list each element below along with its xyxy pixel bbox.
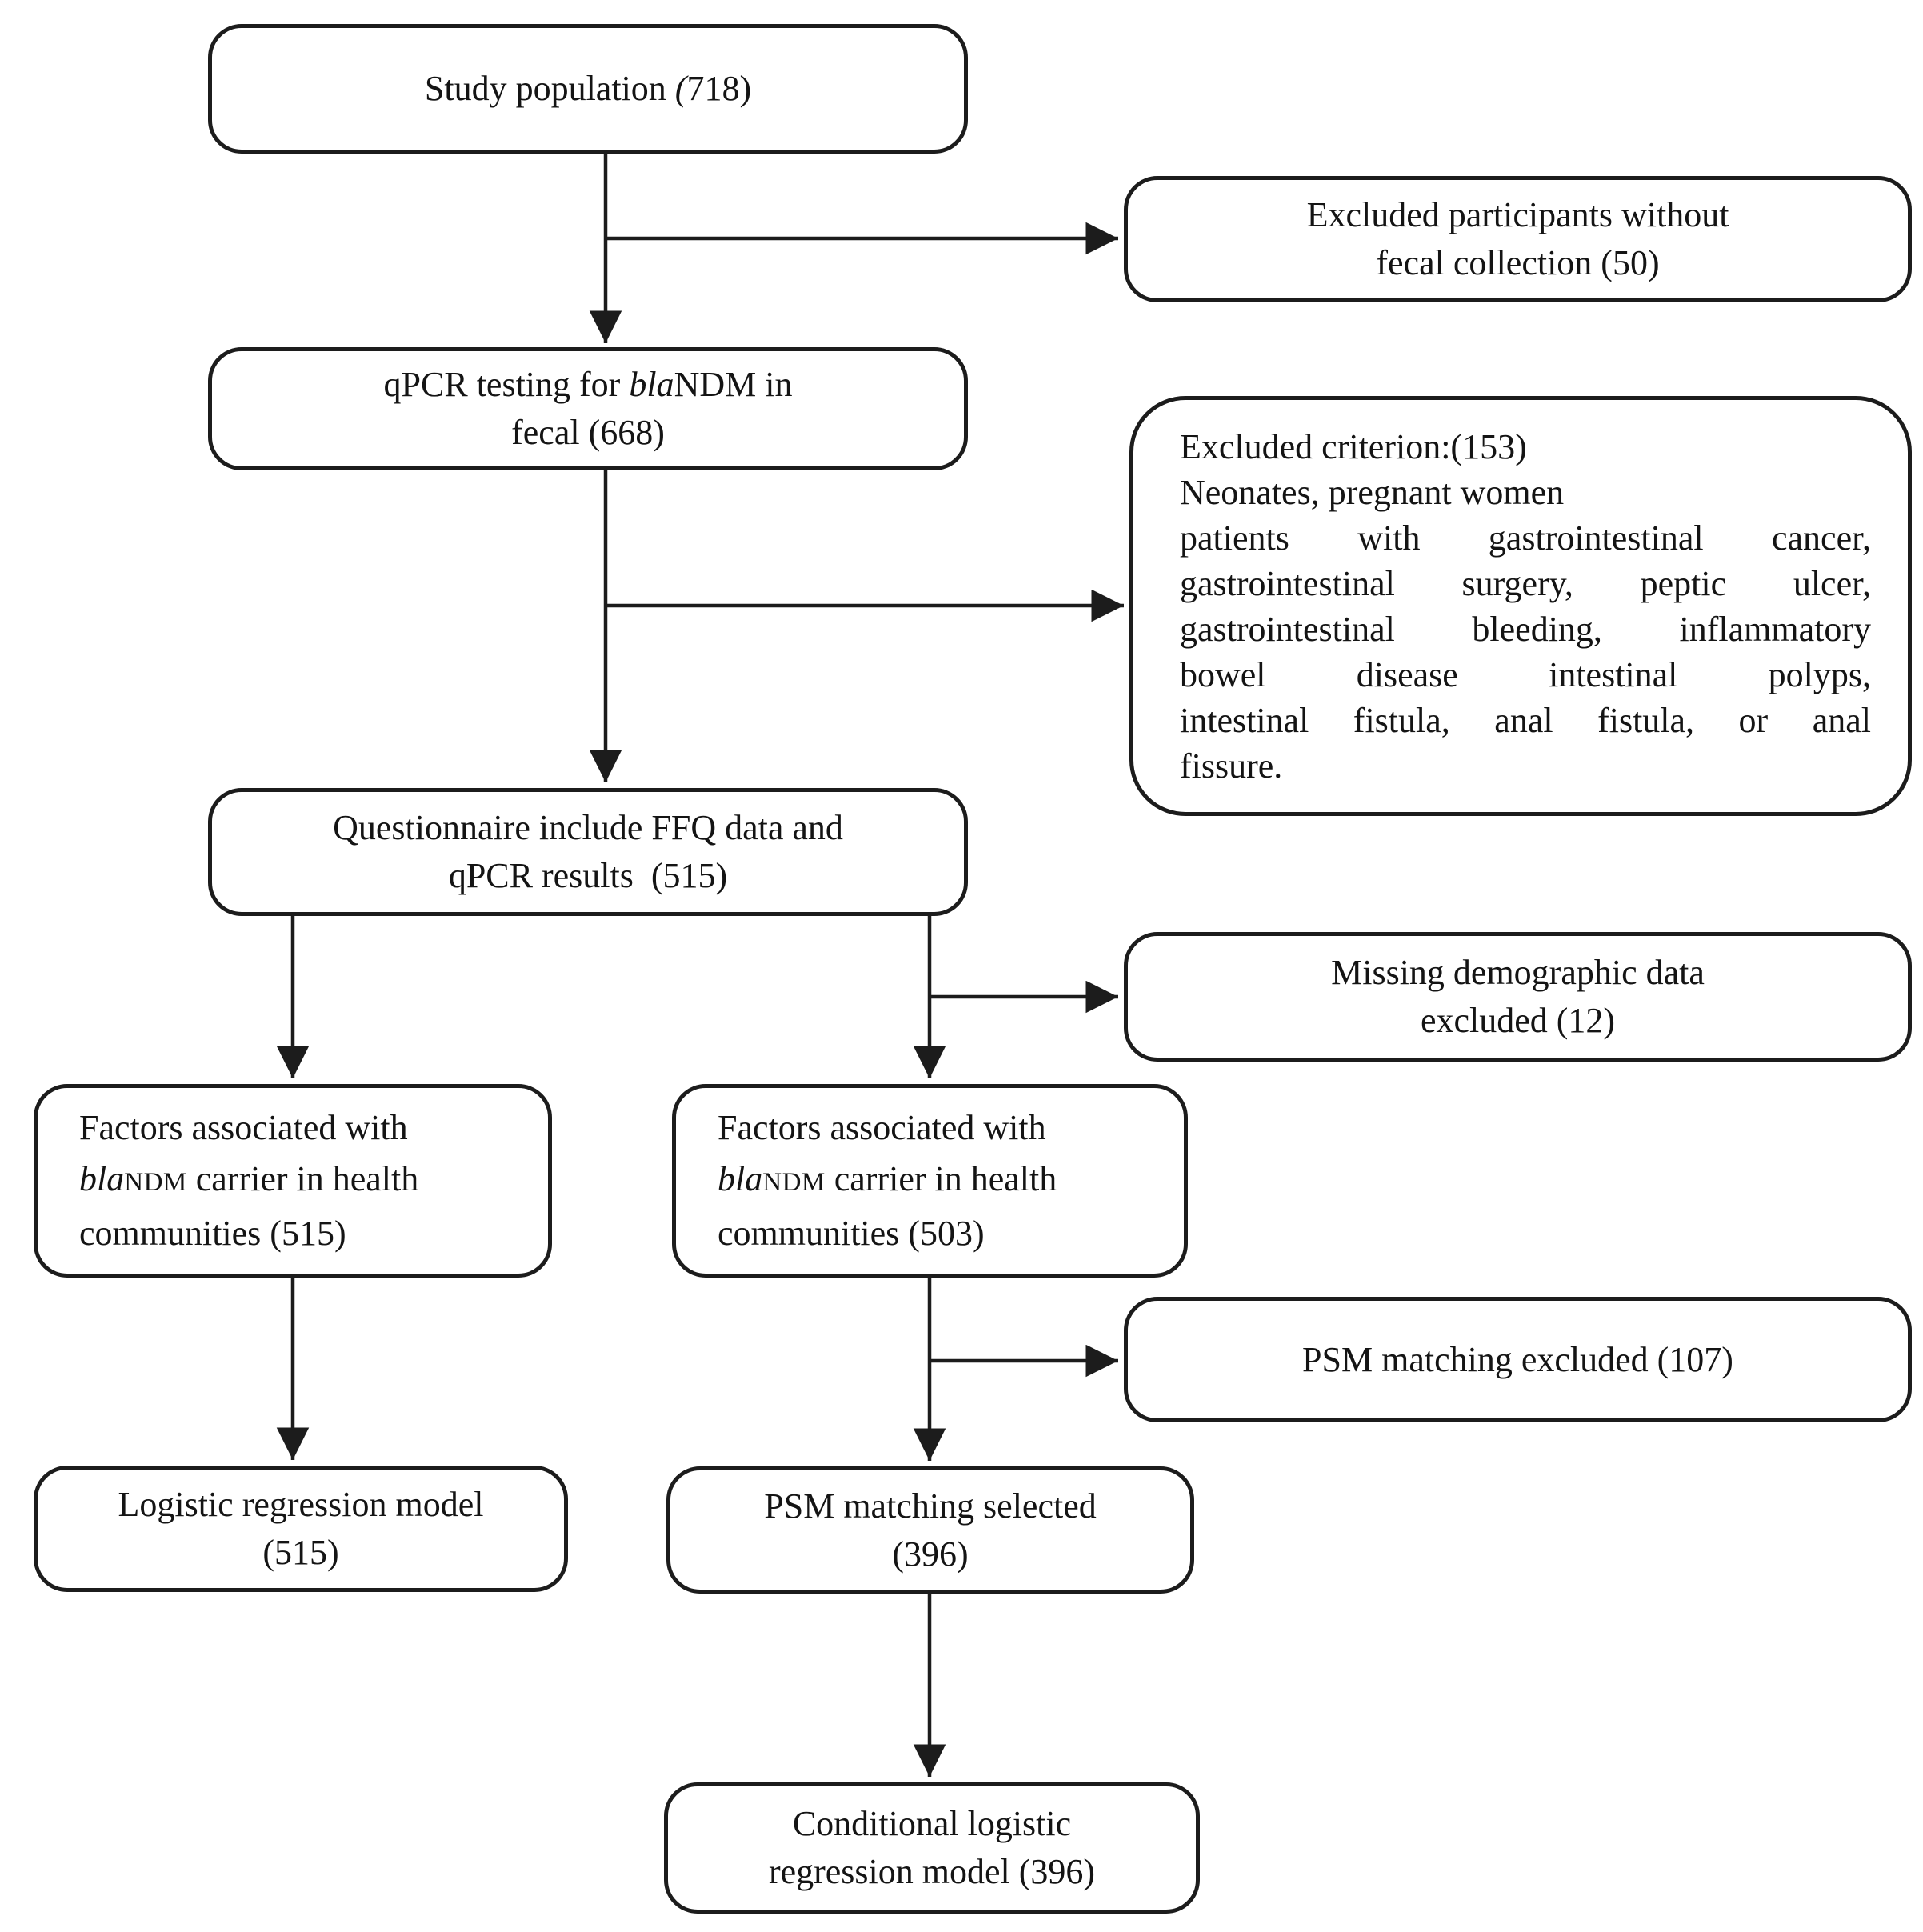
text-segment: NDM in — [674, 365, 793, 404]
text-segment: Study population — [424, 69, 675, 108]
box-text-line: Logistic regression model — [118, 1485, 484, 1524]
box-text-line: fissure. — [1180, 746, 1283, 786]
text-segment: 718) — [686, 69, 752, 108]
box-excluded-criterion: Excluded criterion:(153) Neonates, pregn… — [1129, 396, 1912, 816]
box-text-line: Questionnaire include FFQ data and — [333, 808, 843, 847]
box-text-line: Study population (718) — [425, 65, 751, 113]
box-psm-excluded: PSM matching excluded (107) — [1124, 1297, 1912, 1422]
box-text-line: (396) — [892, 1534, 969, 1574]
box-text-line: excluded (12) — [1420, 1001, 1616, 1040]
box-missing-demographic: Missing demographic data excluded (12) — [1124, 932, 1912, 1062]
box-text-line: gastrointestinal surgery, peptic ulcer, — [1180, 563, 1871, 603]
text-segment: qPCR testing for — [383, 365, 630, 404]
box-psm-selected: PSM matching selected (396) — [666, 1466, 1194, 1594]
box-text-line: blaNDM carrier in health — [79, 1154, 418, 1208]
box-text-line: (515) — [262, 1533, 339, 1572]
box-text-line: communities (503) — [718, 1214, 985, 1253]
box-text-line: blaNDM carrier in health — [718, 1154, 1057, 1208]
box-text-line: Neonates, pregnant women — [1180, 472, 1565, 512]
box-questionnaire: Questionnaire include FFQ data and qPCR … — [208, 788, 968, 916]
box-text-line: intestinal fistula, anal fistula, or ana… — [1180, 700, 1871, 740]
box-text-line: Conditional logistic — [792, 1804, 1072, 1843]
box-text-line: patients with gastrointestinal cancer, — [1180, 518, 1871, 558]
text-segment-italic: ( — [674, 69, 687, 108]
box-text-line: Factors associated with — [718, 1108, 1046, 1147]
text-segment-smallcaps: NDM — [124, 1168, 187, 1197]
text-segment-italic: bla — [629, 365, 674, 404]
text-segment: carrier in health — [825, 1159, 1057, 1198]
box-text-line: PSM matching selected — [764, 1486, 1097, 1526]
box-qpcr-testing: qPCR testing for blaNDM in fecal (668) — [208, 347, 968, 470]
box-factors-503: Factors associated with blaNDM carrier i… — [672, 1084, 1188, 1278]
text-segment: carrier in health — [186, 1159, 419, 1198]
box-text-line: regression model (396) — [768, 1852, 1096, 1891]
box-conditional-logistic: Conditional logistic regression model (3… — [664, 1782, 1200, 1914]
box-text-line: Excluded participants without — [1306, 195, 1729, 234]
box-text-line: Excluded criterion:(153) — [1180, 426, 1527, 466]
box-text-line: qPCR testing for blaNDM in — [384, 361, 793, 409]
box-text-line: gastrointestinal bleeding, inflammatory — [1180, 609, 1871, 649]
box-study-population: Study population (718) — [208, 24, 968, 154]
box-text-line: Missing demographic data — [1331, 953, 1705, 992]
box-text-line: PSM matching excluded (107) — [1302, 1339, 1733, 1379]
box-text-line: fecal collection (50) — [1376, 243, 1660, 282]
box-text-line: Factors associated with — [79, 1108, 408, 1147]
text-segment-italic: bla — [79, 1159, 125, 1198]
box-text-line: qPCR results (515) — [448, 856, 728, 895]
text-segment-smallcaps: NDM — [762, 1168, 826, 1197]
box-excluded-participants: Excluded participants without fecal coll… — [1124, 176, 1912, 302]
box-text-line: bowel disease intestinal polyps, — [1180, 654, 1871, 694]
box-text-line: communities (515) — [79, 1214, 346, 1253]
box-logistic-regression: Logistic regression model (515) — [34, 1466, 568, 1592]
box-text-line: fecal (668) — [511, 413, 665, 452]
box-factors-515: Factors associated with blaNDM carrier i… — [34, 1084, 552, 1278]
text-segment-italic: bla — [718, 1159, 763, 1198]
